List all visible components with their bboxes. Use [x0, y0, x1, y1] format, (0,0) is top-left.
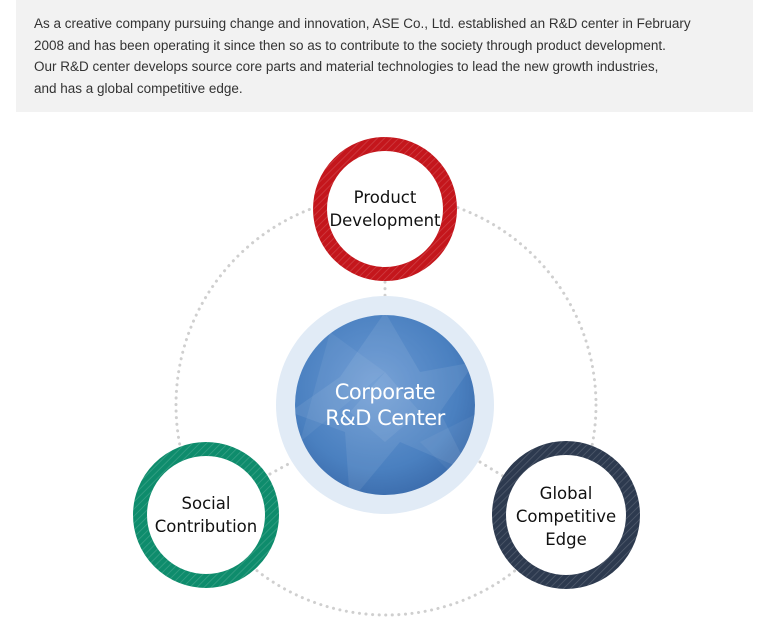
intro-line-3: Our R&D center develops source core part…: [34, 59, 659, 74]
global-label-line3: Edge: [545, 529, 587, 549]
social-label: Social Contribution: [141, 480, 271, 550]
connector-social: [268, 460, 294, 476]
global-label-line2: Competitive: [515, 506, 617, 526]
rd-center-diagram: Corporate R&D Center Product Development…: [0, 112, 770, 620]
intro-line-1: As a creative company pursuing change an…: [34, 16, 691, 31]
social-ring-texture: [133, 442, 279, 588]
center-label-line1: Corporate: [334, 380, 436, 404]
center-label-line2: R&D Center: [325, 406, 445, 430]
intro-line-4: and has a global competitive edge.: [34, 80, 243, 96]
global-label-line1: Global: [539, 483, 593, 503]
product-label-line1: Product: [353, 188, 417, 207]
connector-global: [478, 460, 505, 478]
social-label-line2: Contribution: [154, 517, 258, 536]
center-label: Corporate R&D Center: [295, 365, 475, 445]
product-label-line2: Development: [329, 211, 441, 230]
global-label: Global Competitive Edge: [501, 476, 631, 556]
global-ring-texture: [492, 441, 640, 589]
intro-line-2: 2008 and has been operating it since the…: [34, 37, 666, 53]
diagram-graphic: [133, 137, 640, 617]
social-label-line1: Social: [181, 494, 231, 513]
intro-panel: As a creative company pursuing change an…: [16, 0, 753, 112]
product-ring-texture: [313, 137, 457, 281]
product-label: Product Development: [320, 174, 450, 244]
center-circle: [295, 315, 475, 495]
